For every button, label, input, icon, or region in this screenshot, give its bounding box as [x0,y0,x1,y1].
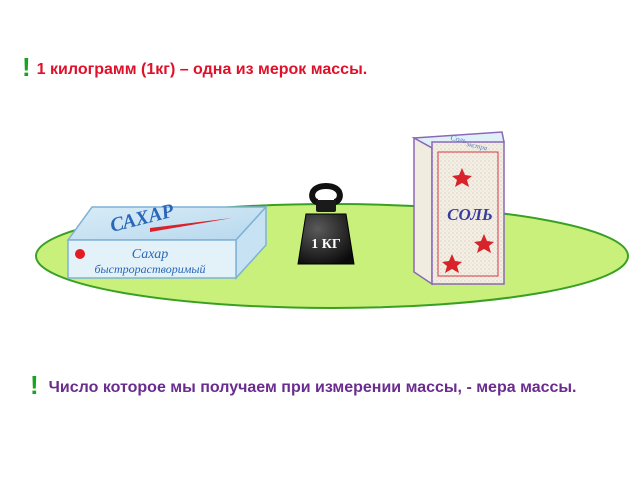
kilogram-weight: 1 КГ [297,182,355,265]
sugar-logo-icon [75,249,85,259]
heading-text: 1 килограмм (1кг) – одна из мерок массы. [36,61,368,78]
exclamation-mark: ! [30,370,39,400]
star-icon [474,234,494,253]
exclamation-mark: ! [22,52,31,82]
sugar-side-title: Сахар [132,247,168,262]
sugar-side-subtitle: быстрорастворимый [95,262,206,276]
salt-top-text-1: Соль [450,133,468,145]
salt-front-text: СОЛЬ [447,205,493,224]
star-icon [452,168,472,187]
statement-text: Число которое мы получаем при измерении … [48,379,577,396]
sugar-box: САХАР Сахар быстрорастворимый [66,200,268,280]
weight-label: 1 КГ [311,237,341,252]
salt-box: Соль экстра СОЛЬ [411,131,505,286]
statement: ! Число которое мы получаем при измерении… [22,372,632,401]
heading: ! 1 килограмм (1кг) – одна из мерок массы… [22,52,622,83]
star-icon [442,254,462,273]
